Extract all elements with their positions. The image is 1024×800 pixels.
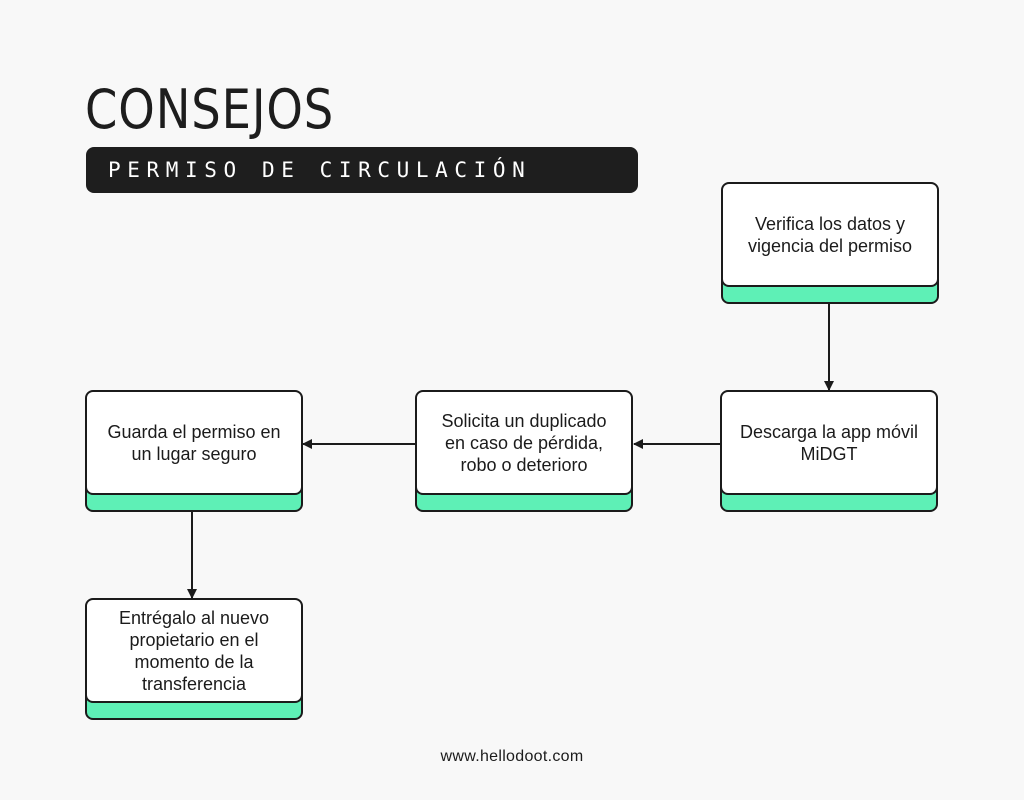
step-label: Entrégalo al nuevo propietario en el mom… [118,607,270,694]
step-label: Guarda el permiso en un lugar seguro [107,421,281,464]
step-label: Verifica los datos y vigencia del permis… [747,213,913,256]
step-descarga: Descarga la app móvil MiDGT [720,390,938,512]
step-solicita: Solicita un duplicado en caso de pérdida… [415,390,633,512]
step-verifica: Verifica los datos y vigencia del permis… [721,182,939,304]
step-box: Guarda el permiso en un lugar seguro [85,390,303,495]
step-label: Descarga la app móvil MiDGT [739,421,919,464]
step-box: Verifica los datos y vigencia del permis… [721,182,939,287]
footer-url: www.hellodoot.com [440,748,584,765]
subtitle-text: PERMISO DE CIRCULACIÓN [108,158,532,182]
page-title: CONSEJOS [85,78,335,141]
step-entregalo: Entrégalo al nuevo propietario en el mom… [85,598,303,720]
step-box: Solicita un duplicado en caso de pérdida… [415,390,633,495]
step-label: Solicita un duplicado en caso de pérdida… [441,410,607,475]
subtitle-banner: PERMISO DE CIRCULACIÓN [86,147,638,193]
step-guarda: Guarda el permiso en un lugar seguro [85,390,303,512]
step-box: Descarga la app móvil MiDGT [720,390,938,495]
step-box: Entrégalo al nuevo propietario en el mom… [85,598,303,703]
